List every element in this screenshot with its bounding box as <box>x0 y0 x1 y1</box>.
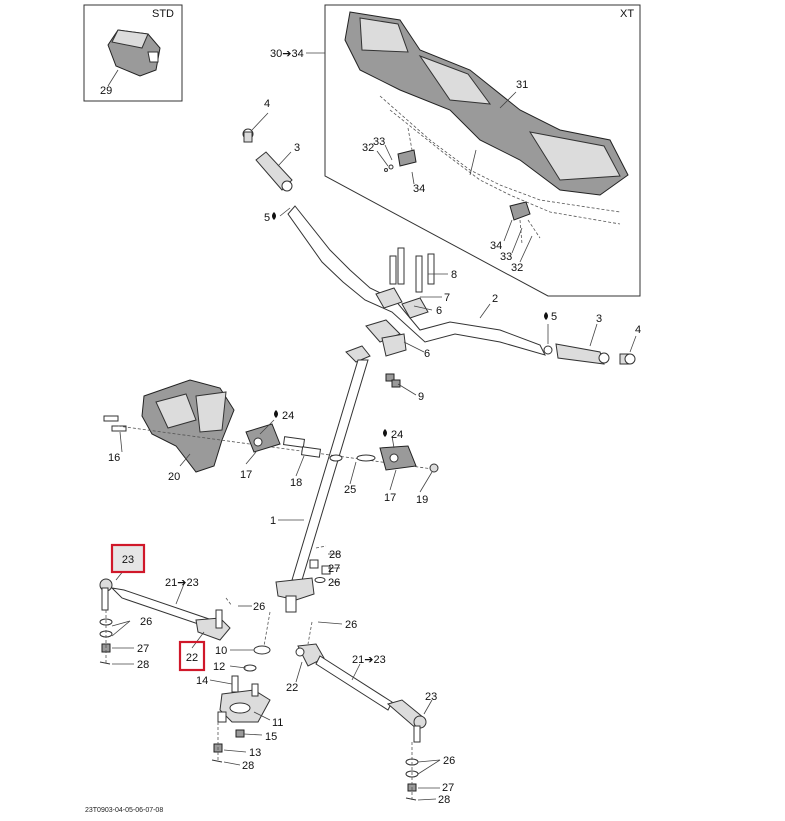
callout-21-23: 21➔23 <box>165 577 199 589</box>
callout-26-right: 26 <box>443 755 455 767</box>
callout-18: 18 <box>290 477 302 489</box>
callout-27: 27 <box>328 563 340 575</box>
callout-14: 14 <box>196 675 208 687</box>
callout-26-left: 26 <box>140 616 152 628</box>
bushing-right-part <box>379 445 417 471</box>
pad-clamp-part <box>509 201 541 245</box>
callout-13: 13 <box>249 747 261 759</box>
clamp-bolts-part <box>389 247 435 293</box>
callout-27-right: 27 <box>442 782 454 794</box>
xt-label: XT <box>620 8 634 20</box>
callout-19: 19 <box>416 494 428 506</box>
callout-17: 17 <box>240 469 252 481</box>
callout-10: 10 <box>215 645 227 657</box>
callout-23-highlighted: 23 <box>122 554 134 566</box>
highlight-23: 23 <box>110 543 146 574</box>
callout-5: 5 <box>264 212 270 224</box>
callout-28: 28 <box>329 549 341 561</box>
handlebar-pad-xt-part <box>344 11 629 196</box>
callout-24-right: 24 <box>391 429 403 441</box>
callout-17-right: 17 <box>384 492 396 504</box>
bracket-bolts-part <box>103 415 127 432</box>
upper-clamp-part <box>375 287 429 319</box>
handlebar-part <box>287 205 546 356</box>
callout-34: 34 <box>413 183 425 195</box>
xt-inset-panel: XT 30➔34 31 <box>270 4 641 297</box>
pivot-arm-part <box>217 645 271 723</box>
callout-29: 29 <box>100 85 112 97</box>
pivot-nuts-part <box>211 729 245 763</box>
callout-11: 11 <box>272 717 283 729</box>
callout-5-right: 5 <box>551 311 557 323</box>
grease-drop-icon <box>272 212 276 220</box>
support-bracket-part <box>141 379 235 473</box>
callout-28-right: 28 <box>438 794 450 806</box>
callout-16: 16 <box>108 452 120 464</box>
callout-33-xt: 33 <box>500 251 512 263</box>
support-nut-part <box>429 463 439 473</box>
callout-32: 32 <box>362 142 374 154</box>
callout-26-right-top: 26 <box>345 619 357 631</box>
callout-32-xt: 32 <box>511 262 523 274</box>
left-end-cap-part <box>242 128 254 143</box>
callout-8: 8 <box>451 269 457 281</box>
callout-3: 3 <box>294 142 300 154</box>
callout-31: 31 <box>516 79 528 91</box>
support-shaft-part <box>282 436 322 458</box>
callout-33: 33 <box>373 136 385 148</box>
clamp-nuts-part <box>385 373 401 388</box>
callout-7: 7 <box>444 292 450 304</box>
callout-30-34: 30➔34 <box>270 48 304 60</box>
callout-27-left: 27 <box>137 643 149 655</box>
handlebar-pad-std-part <box>107 29 161 77</box>
callout-4: 4 <box>264 98 270 110</box>
right-grip-part <box>543 343 610 365</box>
callout-2: 2 <box>492 293 498 305</box>
pad-bolt-kit-part <box>384 149 417 172</box>
callout-12: 12 <box>213 661 225 673</box>
std-label: STD <box>152 8 174 20</box>
right-tie-rod-part <box>295 643 427 743</box>
steering-column-part <box>275 359 369 613</box>
right-end-cap-part <box>619 353 636 365</box>
left-tie-rod-part <box>99 578 231 641</box>
callout-1: 1 <box>270 515 276 527</box>
shim-part <box>329 454 376 462</box>
callout-28-pivot: 28 <box>242 760 254 772</box>
callout-15: 15 <box>265 731 277 743</box>
left-grip-part <box>255 151 293 192</box>
callout-20: 20 <box>168 471 180 483</box>
std-inset-panel: STD 29 <box>83 4 183 102</box>
lower-clamp-part <box>345 319 407 363</box>
grease-drop-icon <box>544 312 548 320</box>
grease-drop-icon <box>383 429 387 437</box>
callout-22-right: 22 <box>286 682 298 694</box>
callout-28-left: 28 <box>137 659 149 671</box>
callout-21-23-right: 21➔23 <box>352 654 386 666</box>
callout-6: 6 <box>436 305 442 317</box>
bushing-left-part <box>245 423 281 453</box>
callout-4-right: 4 <box>635 324 641 336</box>
callout-25: 25 <box>344 484 356 496</box>
callout-23-right: 23 <box>425 691 437 703</box>
callout-3-right: 3 <box>596 313 602 325</box>
grease-drop-icon <box>274 410 278 418</box>
callout-34-xt: 34 <box>490 240 502 252</box>
callout-26-left-top: 26 <box>253 601 265 613</box>
column-hardware-part <box>309 545 331 583</box>
callout-9: 9 <box>418 391 424 403</box>
callout-24: 24 <box>282 410 294 422</box>
callout-22-highlighted: 22 <box>186 652 198 664</box>
drawing-code: 23T0903-04-05-06-07-08 <box>85 807 163 814</box>
highlight-22: 22 <box>178 640 206 672</box>
callout-6-lower: 6 <box>424 348 430 360</box>
callout-26: 26 <box>328 577 340 589</box>
